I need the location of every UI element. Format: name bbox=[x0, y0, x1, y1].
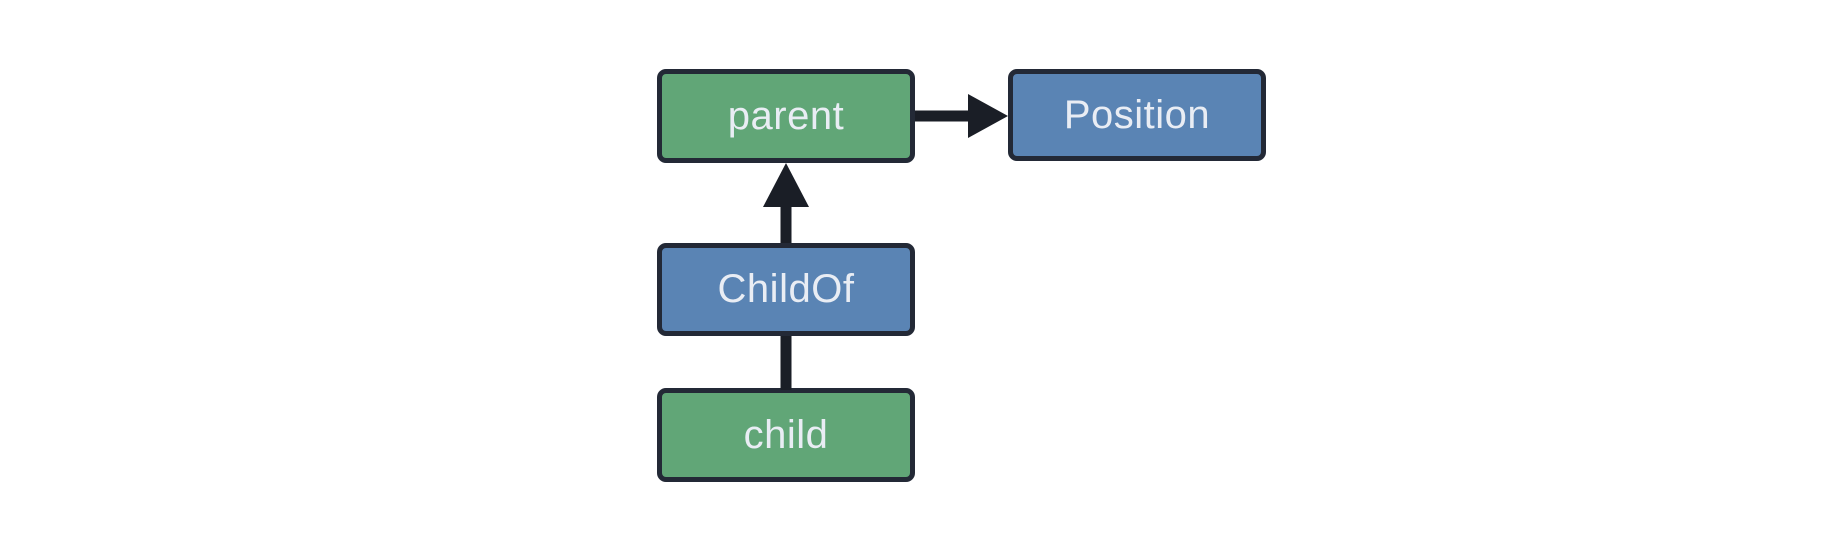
node-parent-label: parent bbox=[727, 93, 845, 138]
node-child-label: child bbox=[743, 412, 829, 457]
arrow-parent-to-position-head bbox=[968, 94, 1008, 138]
node-parent: parent bbox=[657, 69, 915, 163]
arrow-childof-to-parent-head bbox=[763, 163, 809, 207]
node-position-label: Position bbox=[1063, 92, 1211, 137]
node-childof: ChildOf bbox=[657, 243, 915, 336]
node-child: child bbox=[657, 388, 915, 482]
node-childof-label: ChildOf bbox=[717, 267, 855, 311]
node-position: Position bbox=[1008, 69, 1266, 161]
arrow-childof-to-parent bbox=[763, 163, 809, 243]
arrow-parent-to-position bbox=[915, 94, 1008, 138]
